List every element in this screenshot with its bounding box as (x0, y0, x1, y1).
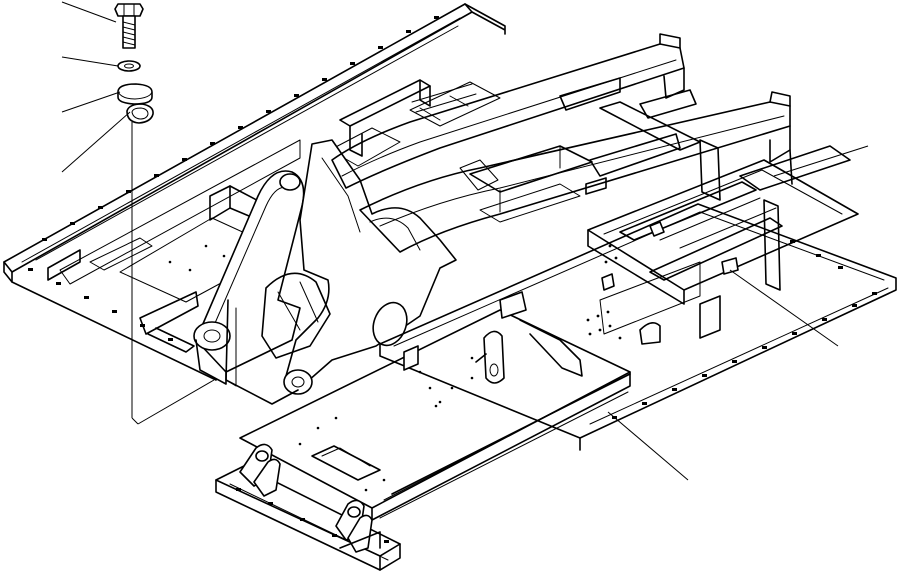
callout-leaders (607, 145, 869, 481)
revolving-frame (119, 33, 791, 405)
floor-plate (239, 291, 631, 521)
left-deck-plate (3, 3, 506, 381)
bolt (114, 3, 144, 49)
rear-frame (215, 443, 401, 571)
washer (117, 60, 141, 72)
fastener-stack (61, 1, 215, 425)
shim (117, 83, 153, 105)
shim-ring (126, 103, 154, 124)
right-deck-plate (379, 145, 897, 451)
